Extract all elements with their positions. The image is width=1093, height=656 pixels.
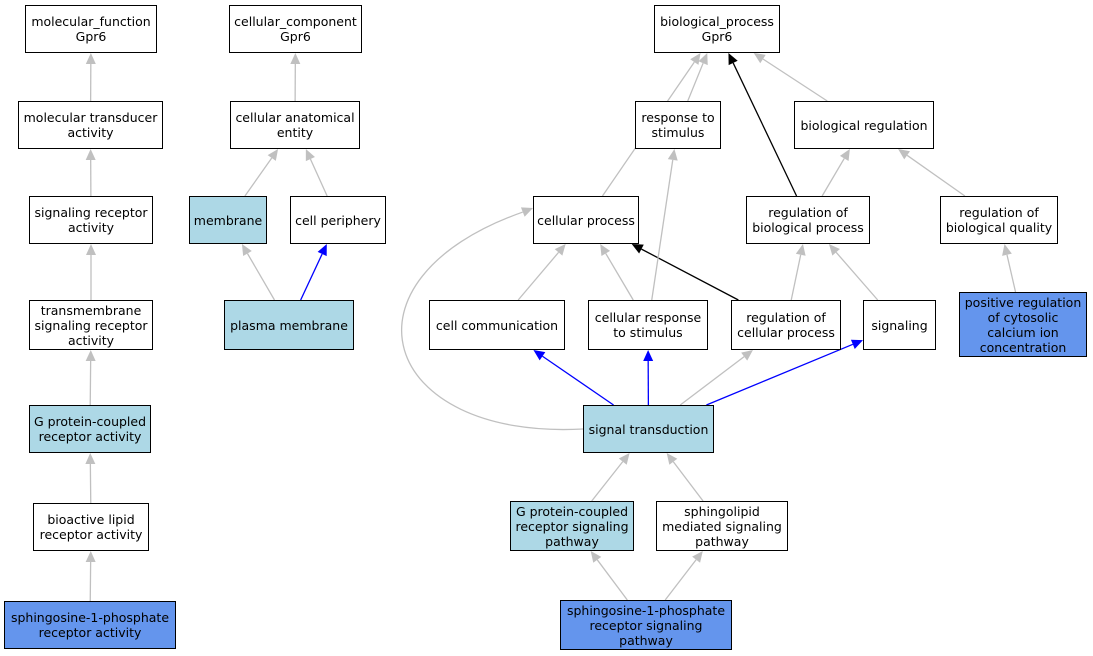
node-plasma-membrane[interactable]: plasma membrane xyxy=(224,300,354,350)
node-sphingolipid-mediated-signaling-pathway[interactable]: sphingolipid mediated signaling pathway xyxy=(656,501,788,551)
edge-sra-to-mta-arrowhead xyxy=(85,149,96,161)
edge-st-to-crs-arrowhead xyxy=(643,350,654,362)
node-g-protein-coupled-receptor-signaling-pathway[interactable]: G protein-coupled receptor signaling pat… xyxy=(510,501,634,551)
edge-crs-to-rts-arrowhead xyxy=(667,149,678,161)
edge-blra-to-gpcra-arrowhead xyxy=(85,453,96,465)
edge-pm-to-cp xyxy=(300,253,323,301)
edge-rbp-to-bp-arrowhead xyxy=(728,53,738,66)
edge-cp-to-cae xyxy=(309,158,328,197)
node-molecular-transducer-activity[interactable]: molecular transducer activity xyxy=(18,101,163,149)
node-cell-periphery[interactable]: cell periphery xyxy=(290,196,386,244)
edge-st-to-rcp xyxy=(679,356,745,406)
edge-rts-to-bp-arrowhead xyxy=(698,53,708,66)
edge-mem-to-cae-arrowhead xyxy=(267,149,279,161)
edge-s1pra-to-blra-arrowhead xyxy=(85,551,96,563)
edge-st-to-ccomm xyxy=(542,355,614,406)
edge-st-to-cproc xyxy=(401,211,584,431)
node-signaling[interactable]: signaling xyxy=(863,300,936,350)
node-response-to-stimulus[interactable]: response to stimulus xyxy=(635,101,721,149)
edge-st-to-sig xyxy=(706,343,854,406)
edge-rcp-to-cproc-arrowhead xyxy=(631,244,644,254)
edge-rts-to-bp xyxy=(687,62,704,102)
node-molecular-function[interactable]: molecular_function Gpr6 xyxy=(25,5,157,53)
edge-pm-to-cp-arrowhead xyxy=(317,244,327,257)
edge-s1psp-to-gpcrsp xyxy=(596,559,628,601)
node-signal-transduction[interactable]: signal transduction xyxy=(583,405,714,453)
edge-smsp-to-st xyxy=(672,461,704,502)
edge-s1psp-to-smsp xyxy=(664,559,697,601)
edge-rbp-to-breg-arrowhead xyxy=(839,149,850,162)
node-cell-communication[interactable]: cell communication xyxy=(429,300,565,350)
edge-crs-to-rts xyxy=(651,159,674,301)
edge-rbp-to-breg xyxy=(821,158,845,197)
node-signaling-receptor-activity[interactable]: signaling receptor activity xyxy=(29,196,153,244)
edge-gpcrsp-to-st-arrowhead xyxy=(618,453,630,465)
edge-gpcrsp-to-st xyxy=(591,461,624,502)
edge-s1psp-to-smsp-arrowhead xyxy=(692,551,703,563)
edge-rbp-to-bp xyxy=(732,62,798,197)
edge-st-to-sig-arrowhead xyxy=(850,339,863,349)
node-biological-regulation[interactable]: biological regulation xyxy=(794,101,934,149)
edge-tsra-to-sra-arrowhead xyxy=(86,244,96,255)
edge-crs-to-cproc-arrowhead xyxy=(600,244,611,257)
node-cellular-anatomical-entity[interactable]: cellular anatomical entity xyxy=(230,101,360,149)
edge-rbq-to-breg-arrowhead xyxy=(898,149,910,160)
edge-smsp-to-st-arrowhead xyxy=(666,453,678,465)
edge-pm-to-mem xyxy=(246,253,276,301)
edge-sig-to-rbp-arrowhead xyxy=(828,244,840,256)
edge-mem-to-cae xyxy=(244,157,273,197)
node-regulation-of-biological-process[interactable]: regulation of biological process xyxy=(746,196,870,244)
node-sphingosine-1-phosphate-receptor-signaling-pathway[interactable]: sphingosine-1-phosphate receptor signali… xyxy=(560,600,732,650)
edge-st-to-ccomm-arrowhead xyxy=(533,350,546,361)
node-sphingosine-1-phosphate-receptor-activity[interactable]: sphingosine-1-phosphate receptor activit… xyxy=(4,601,176,649)
edge-cp-to-cae-arrowhead xyxy=(305,149,315,162)
edge-sig-to-rbp xyxy=(835,251,879,301)
node-transmembrane-signaling-receptor-activity[interactable]: transmembrane signaling receptor activit… xyxy=(29,300,153,350)
edge-rbq-to-breg xyxy=(906,154,966,197)
node-membrane[interactable]: membrane xyxy=(189,196,267,244)
node-cellular-response-to-stimulus[interactable]: cellular response to stimulus xyxy=(588,300,708,350)
edge-cproc-to-bp-arrowhead xyxy=(690,53,701,65)
node-cellular-process[interactable]: cellular process xyxy=(533,196,639,244)
edge-ccomm-to-cproc-arrowhead xyxy=(554,244,566,256)
edge-pm-to-mem-arrowhead xyxy=(241,244,252,257)
edge-breg-to-bp-arrowhead xyxy=(753,53,766,64)
node-bioactive-lipid-receptor-activity[interactable]: bioactive lipid receptor activity xyxy=(33,503,149,551)
edge-breg-to-bp xyxy=(762,58,828,102)
node-regulation-of-cellular-process[interactable]: regulation of cellular process xyxy=(731,300,841,350)
node-regulation-of-biological-quality[interactable]: regulation of biological quality xyxy=(940,196,1058,244)
edge-cae-to-cc-arrowhead xyxy=(290,53,301,65)
edge-prcc-to-rbq xyxy=(1006,254,1017,293)
node-biological-process[interactable]: biological_process Gpr6 xyxy=(654,5,780,53)
edge-crs-to-cproc xyxy=(605,253,634,301)
edge-ccomm-to-cproc xyxy=(517,251,560,301)
edge-prcc-to-rbq-arrowhead xyxy=(1002,244,1012,256)
edge-rcp-to-rbp xyxy=(790,254,802,301)
edge-mta-to-mf-arrowhead xyxy=(85,53,96,65)
edge-st-to-cproc-arrowhead xyxy=(520,207,533,217)
node-cellular-component[interactable]: cellular_component Gpr6 xyxy=(229,5,362,53)
node-g-protein-coupled-receptor-activity[interactable]: G protein-coupled receptor activity xyxy=(29,405,151,453)
edge-rcp-to-rbp-arrowhead xyxy=(795,244,806,256)
edge-gpcra-to-tsra-arrowhead xyxy=(85,350,96,362)
node-positive-regulation-of-cytosolic-calcium-ion-concentration[interactable]: positive regulation of cytosolic calcium… xyxy=(959,292,1087,357)
edge-s1psp-to-gpcrsp-arrowhead xyxy=(590,551,602,563)
edge-st-to-rcp-arrowhead xyxy=(741,350,753,361)
